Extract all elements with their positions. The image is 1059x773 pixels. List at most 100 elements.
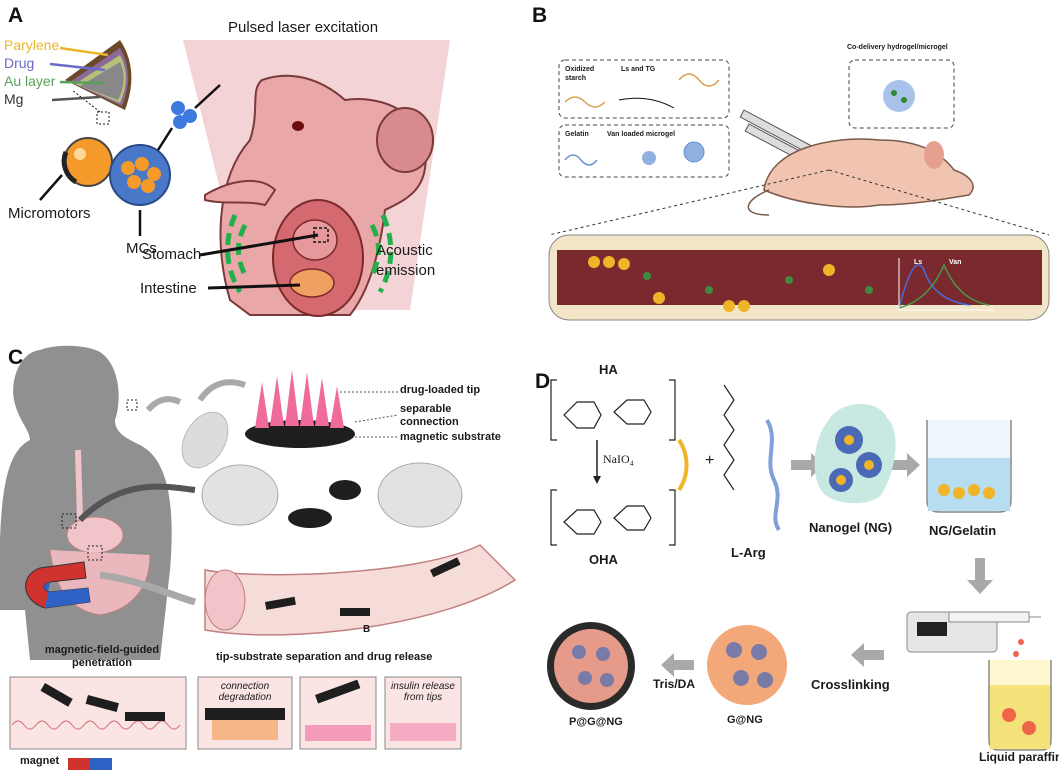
tips-in-tissue [212,720,278,740]
magnet-horseshoe-blue [44,582,90,608]
arrow-stomach [199,233,319,257]
bottom-magnet-red [68,758,90,770]
degradation-label-2: degradation [218,692,272,703]
degradation-label-1: connection [220,681,270,692]
mc-particle [141,179,155,193]
micromotor-highlight [74,148,86,160]
patch-1 [288,508,332,528]
oxidized-label-2: starch [565,75,587,82]
gold-particle [738,300,750,312]
arrow-drug [49,62,106,72]
capsule-top [181,411,229,469]
panel-c: C drug-loaded tip separable connection m… [0,340,529,773]
beaker-bead [938,484,950,496]
gold-particle [603,256,615,268]
panel-d: D HA NaIO₄ OHA + L-Arg Nanogel (NG) NG/G… [529,340,1059,773]
separable-label-2: connection [400,416,459,428]
zoom-line-right [828,169,1050,236]
focus-box-intestine [87,545,103,561]
tube-patch [340,608,370,616]
van-release-curve [898,263,990,309]
capsule-open-right [377,462,463,528]
pump-syringe [948,611,1030,623]
reaction-arrow [618,97,675,109]
oha-structure [550,489,676,546]
gold-particle [723,300,735,312]
patch-2 [329,480,361,500]
marker-b: B [363,624,371,635]
gold-particle [618,258,630,270]
focus-box-stomach [61,513,77,529]
laser-title: Pulsed laser excitation [228,19,379,36]
microgel-bead [642,151,656,165]
panel-b-illustration [548,59,1050,321]
nanogel-core [864,460,874,470]
pgng-particle [596,647,610,661]
insulin-label-1: insulin release [391,681,455,692]
acoustic-wave-left-outer [225,214,243,294]
paraffin-drop [1002,708,1016,722]
gold-particle [588,256,600,268]
gng-sphere [707,625,787,705]
inset-gelatin [558,124,730,178]
mouse-b [763,138,974,208]
mc-dot [173,115,187,129]
gng-label: G@NG [727,714,763,726]
gng-particle [726,642,742,658]
micromotors-label: Micromotors [8,205,91,222]
larg-label: L-Arg [731,545,766,560]
mc-particle [121,161,135,175]
panel-a: A Pulsed laser excitation Parylene Drug … [0,0,529,340]
codelivery-microgel [883,80,915,112]
paraffin-drop [1022,721,1036,735]
arrow-trisda [661,653,694,677]
droplet [1013,651,1019,657]
insulin-released [390,723,456,741]
mcs-label: MCs [126,240,157,257]
separation-label: tip-substrate separation and drug releas… [216,651,433,663]
pgng-particle [572,645,586,659]
product-chain [678,73,720,87]
acoustic-label-1: Acoustic [376,242,433,259]
arrow-parylene [59,46,109,57]
oha-label: OHA [589,552,618,567]
oxidation-arrowhead [593,476,601,484]
gelatin-label: Gelatin [565,131,589,138]
mouse-eye [292,121,304,131]
focus-box-esophagus [126,399,138,411]
gng-particle [733,670,749,686]
tube-patch [429,557,461,578]
gng-particle [751,644,767,660]
nanogel-core [836,475,846,485]
intestine-organ [289,268,335,298]
panel-b: B Oxidized starch Ls and TG Gelatin Van … [529,0,1059,340]
arrow-capsule-release [156,127,174,151]
device-tips [255,370,344,428]
layer-au: Au layer [4,73,56,89]
beaker-bead [968,484,980,496]
droplet [1018,639,1024,645]
ls-tg-label: Ls and TG [621,66,656,73]
layer-drug: Drug [4,55,35,71]
acoustic-wave-left [236,223,248,277]
arrow-down-syringe [967,558,993,594]
stomach-c [66,516,124,554]
stomach-organ [292,219,338,261]
mouse-b-tail [747,189,770,216]
arrow-intestine [207,283,301,290]
guided-label-2: penetration [72,657,132,669]
arrow-micromotors [39,174,63,201]
loaded-microgel [683,141,705,163]
panel-label-b: B [532,4,548,27]
zoom-line-left [548,169,830,236]
device-substrate [245,420,355,448]
panel-c-illustration [0,345,517,770]
naio4-label: NaIO₄ [603,452,634,466]
patch-lifted [315,679,361,704]
pgng-particle [578,671,592,685]
drug-dot [901,97,907,103]
shell-zoom-box [96,111,110,125]
curve-arrow-capsules [77,483,196,523]
tube-patch [265,596,296,610]
micromotor-coating [61,151,78,185]
